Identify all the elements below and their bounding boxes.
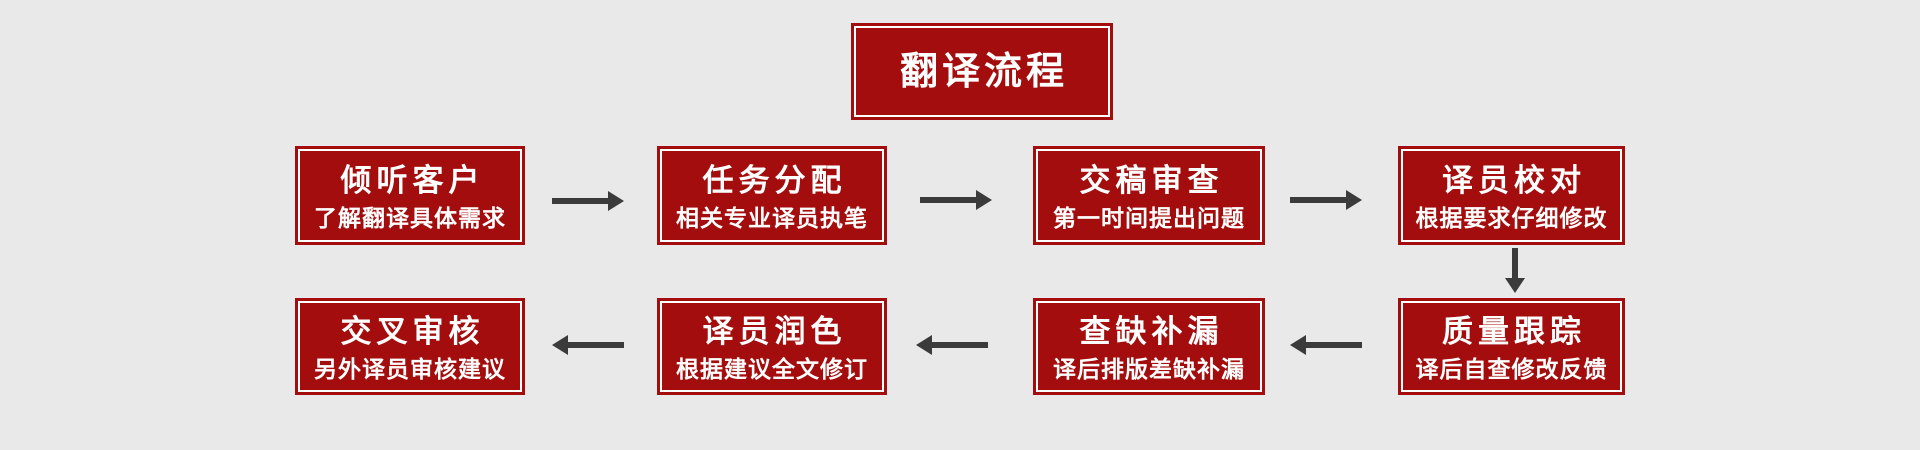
arrow-shaft xyxy=(1306,342,1362,348)
arrow-right-icon xyxy=(552,191,624,211)
flow-title-box: 翻译流程 xyxy=(851,23,1113,120)
arrow-head xyxy=(1290,335,1306,355)
flow-title-label: 翻译流程 xyxy=(899,50,1068,93)
step-box-draft-review: 交稿审查 第一时间提出问题 xyxy=(1033,146,1265,245)
step-title: 交叉审核 xyxy=(340,314,485,349)
arrow-head xyxy=(608,191,624,211)
step-subtitle: 另外译员审核建议 xyxy=(314,356,506,382)
step-box-translator-polish: 译员润色 根据建议全文修订 xyxy=(657,298,887,395)
arrow-left-icon xyxy=(916,335,988,355)
arrow-head xyxy=(916,335,932,355)
arrow-shaft xyxy=(568,342,624,348)
step-box-task-assignment: 任务分配 相关专业译员执笔 xyxy=(657,146,887,245)
arrow-head xyxy=(552,335,568,355)
step-box-listen-client: 倾听客户 了解翻译具体需求 xyxy=(295,146,525,245)
arrow-right-icon xyxy=(1290,190,1362,210)
arrow-head xyxy=(976,190,992,210)
arrow-shaft xyxy=(932,342,988,348)
arrow-head xyxy=(1505,278,1525,293)
arrow-shaft xyxy=(1290,197,1346,203)
step-box-translator-proofread: 译员校对 根据要求仔细修改 xyxy=(1398,146,1625,245)
step-box-quality-tracking: 质量跟踪 译后自查修改反馈 xyxy=(1398,298,1625,395)
step-title: 倾听客户 xyxy=(340,163,485,198)
step-subtitle: 根据建议全文修订 xyxy=(676,356,868,382)
step-title: 译员润色 xyxy=(702,314,847,349)
step-title: 质量跟踪 xyxy=(1442,314,1586,349)
step-title: 任务分配 xyxy=(702,163,847,198)
step-box-cross-review: 交叉审核 另外译员审核建议 xyxy=(295,298,525,395)
step-title: 交稿审查 xyxy=(1079,163,1224,198)
step-subtitle: 第一时间提出问题 xyxy=(1053,205,1245,231)
step-title: 查缺补漏 xyxy=(1079,314,1224,349)
arrow-shaft xyxy=(552,198,608,204)
step-subtitle: 了解翻译具体需求 xyxy=(314,205,506,231)
step-box-gap-filling: 查缺补漏 译后排版差缺补漏 xyxy=(1033,298,1265,395)
step-title: 译员校对 xyxy=(1442,163,1586,198)
arrow-right-icon xyxy=(920,190,992,210)
step-subtitle: 相关专业译员执笔 xyxy=(676,205,868,231)
arrow-left-icon xyxy=(552,335,624,355)
arrow-down-icon xyxy=(1505,248,1525,293)
step-subtitle: 译后自查修改反馈 xyxy=(1415,356,1608,382)
arrow-shaft xyxy=(920,197,976,203)
step-subtitle: 根据要求仔细修改 xyxy=(1415,205,1608,231)
step-subtitle: 译后排版差缺补漏 xyxy=(1053,356,1245,382)
arrow-left-icon xyxy=(1290,335,1362,355)
arrow-shaft xyxy=(1512,248,1518,278)
arrow-head xyxy=(1346,190,1362,210)
